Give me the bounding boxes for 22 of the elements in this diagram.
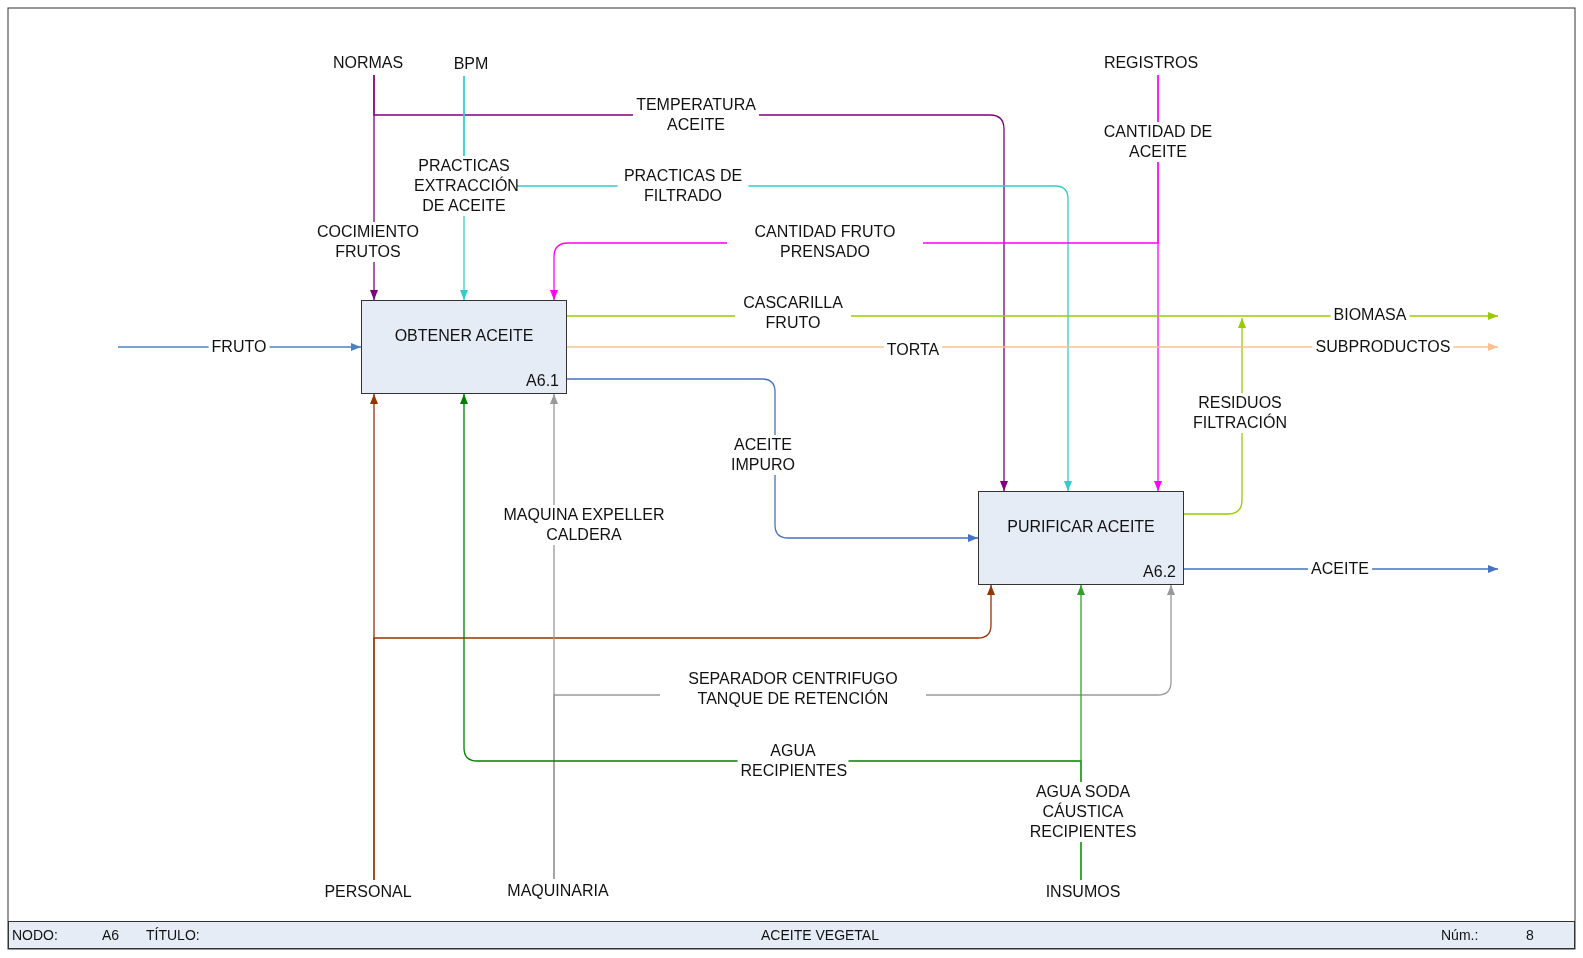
process-box <box>978 491 1184 585</box>
footer-text: 8 <box>1526 927 1534 943</box>
box-title: PURIFICAR ACEITE <box>1006 518 1156 536</box>
arrow-source-label: MAQUINARIA <box>507 882 609 900</box>
activity-number: A6.2 <box>1143 563 1176 581</box>
arrow-source-label: PERSONAL <box>324 883 412 901</box>
footer-text: NODO: <box>12 927 58 943</box>
arrow-source-label: BPM <box>453 55 489 73</box>
arrow-source-label: NORMAS <box>332 54 404 72</box>
arrow <box>373 584 995 881</box>
footer-text: Núm.: <box>1441 927 1479 943</box>
arrow-source-label: REGISTROS <box>1103 54 1199 72</box>
arrow <box>566 378 979 542</box>
box-title: OBTENER ACEITE <box>393 327 535 345</box>
footer-text: TÍTULO: <box>146 927 200 943</box>
arrow-source-label: INSUMOS <box>1045 883 1121 901</box>
process-box <box>361 300 567 394</box>
edge-label: SEPARADOR CENTRIFUGO TANQUE DE RETENCIÓN <box>660 669 926 709</box>
arrow <box>1154 74 1162 492</box>
footer-text: ACEITE VEGETAL <box>761 927 879 943</box>
footer-text: A6 <box>102 927 120 943</box>
activity-number: A6.1 <box>526 372 559 390</box>
